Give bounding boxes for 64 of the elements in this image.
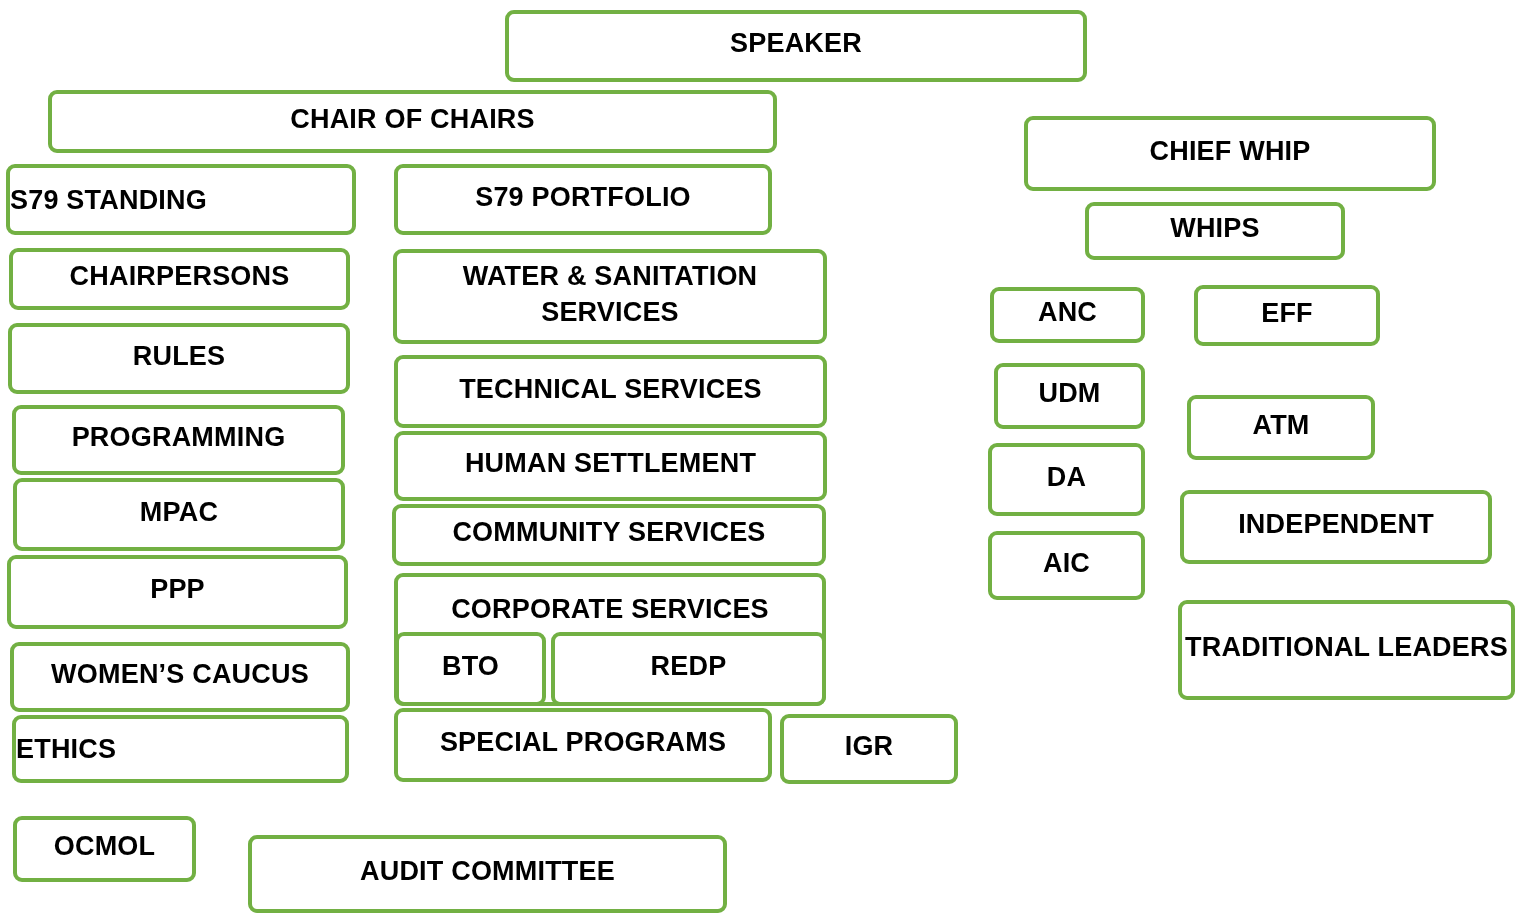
box-label: INDEPENDENT xyxy=(1238,508,1434,541)
org-box xyxy=(48,90,777,153)
box-label: RULES xyxy=(132,339,226,373)
box-label: CHIEF WHIP xyxy=(1149,134,1311,168)
org-box xyxy=(248,835,727,913)
box-label: TECHNICAL SERVICES xyxy=(459,372,762,406)
box-label: SPECIAL PROGRAMS xyxy=(439,726,727,759)
box-label: CHAIRPERSONS xyxy=(69,260,290,293)
org-box xyxy=(394,431,827,501)
box-label: TRADITIONAL LEADERS xyxy=(1185,631,1508,664)
org-box xyxy=(988,443,1145,516)
org-box xyxy=(395,632,546,706)
org-box xyxy=(13,816,196,882)
box-label: AUDIT COMMITTEE xyxy=(360,855,615,888)
org-box xyxy=(505,10,1087,82)
box-label: WOMEN’S CAUCUS xyxy=(51,658,309,691)
org-box xyxy=(6,164,356,235)
org-box xyxy=(8,323,350,394)
org-box xyxy=(393,249,827,344)
box-label: ATM xyxy=(1252,408,1310,442)
org-box xyxy=(13,478,345,551)
org-box xyxy=(7,555,348,629)
box-label: MPAC xyxy=(139,495,219,529)
org-box xyxy=(1187,395,1375,460)
org-box xyxy=(1178,600,1515,700)
box-label: WHIPS xyxy=(1170,212,1260,245)
org-box xyxy=(1024,116,1436,191)
box-label: S79 PORTFOLIO xyxy=(475,180,691,214)
box-label: OCMOL xyxy=(53,830,156,863)
box-label: DA xyxy=(1046,460,1087,494)
box-label: PROGRAMMING xyxy=(71,421,286,454)
box-label: COMMUNITY SERVICES xyxy=(452,516,766,549)
box-label: IGR xyxy=(844,730,894,763)
box-label: S79 STANDING xyxy=(10,183,207,217)
box-label: EFF xyxy=(1261,296,1313,330)
box-label: ANC xyxy=(1037,296,1098,329)
org-box xyxy=(12,405,345,475)
org-box xyxy=(394,708,772,782)
org-box xyxy=(392,504,826,566)
org-box xyxy=(551,632,826,706)
org-box xyxy=(10,642,350,712)
box-label: HUMAN SETTLEMENT xyxy=(464,447,757,480)
org-box xyxy=(394,573,826,706)
org-box xyxy=(12,715,349,783)
org-box xyxy=(990,287,1145,343)
org-box xyxy=(394,355,827,428)
box-label: REDP xyxy=(650,650,727,683)
box-label: BTO xyxy=(441,650,500,683)
box-label: PPP xyxy=(150,573,205,606)
org-box xyxy=(994,363,1145,429)
box-label: UDM xyxy=(1038,377,1101,410)
box-label: ETHICS xyxy=(16,733,117,766)
org-box xyxy=(988,531,1145,600)
org-box xyxy=(1085,202,1345,260)
org-box xyxy=(1180,490,1492,564)
org-box xyxy=(394,164,772,235)
box-label: CHAIR OF CHAIRS xyxy=(290,102,535,136)
box-label: WATER & SANITATION SERVICES xyxy=(461,259,759,329)
box-label: CORPORATE SERVICES xyxy=(451,593,769,626)
box-label: SPEAKER xyxy=(730,27,862,60)
org-box xyxy=(1194,285,1380,346)
org-box xyxy=(780,714,958,784)
box-label: AIC xyxy=(1042,546,1091,580)
org-box xyxy=(9,248,350,310)
